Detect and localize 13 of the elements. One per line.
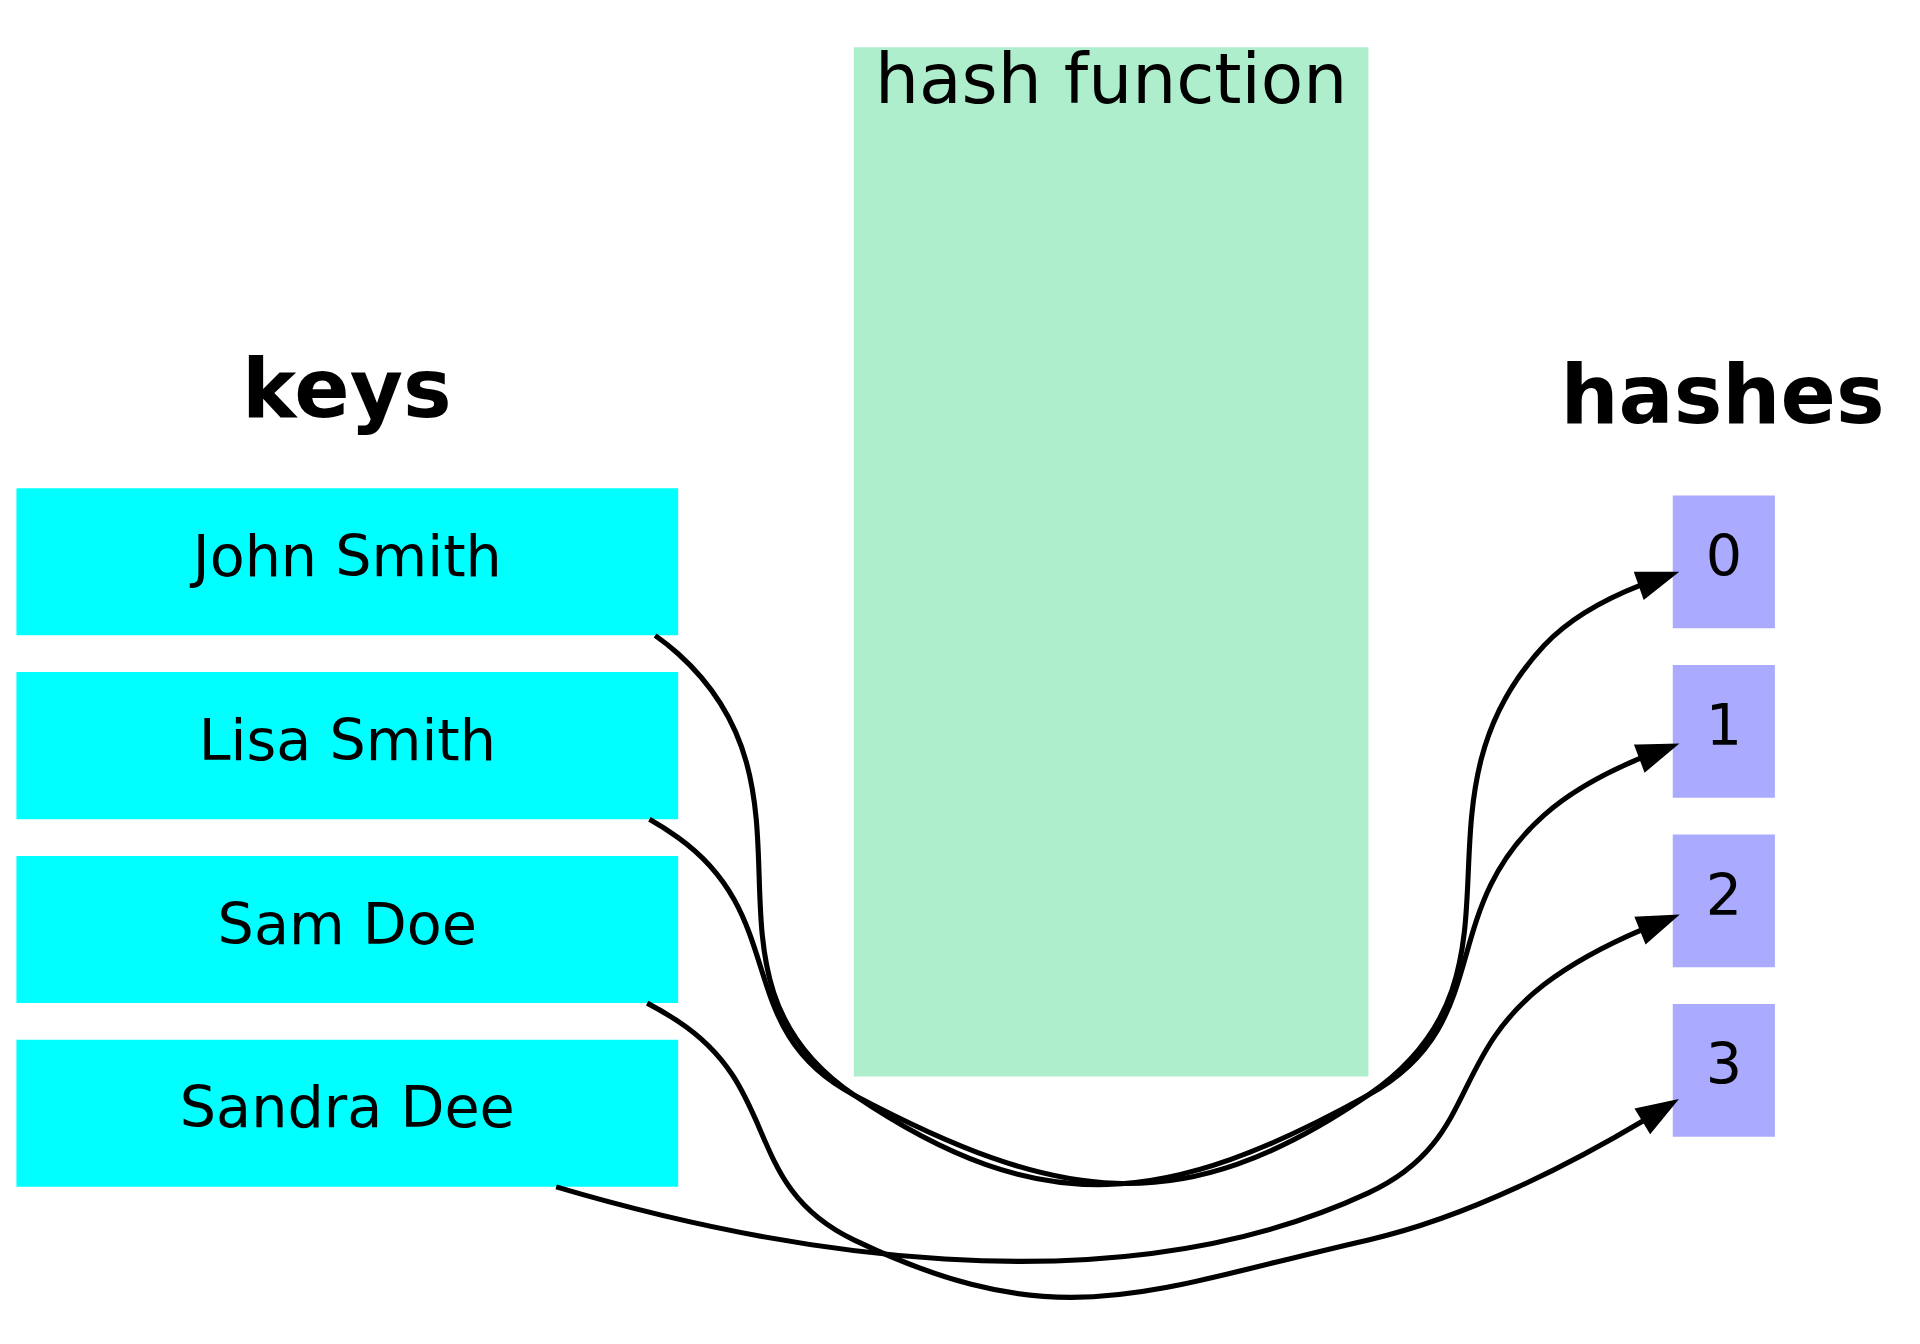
node-box: 3	[1672, 1003, 1775, 1137]
label: keys	[242, 340, 452, 436]
node-box: 0	[1672, 494, 1775, 628]
node-box: 1	[1672, 664, 1775, 798]
node-box: Sandra Dee	[16, 1039, 679, 1187]
arrow	[555, 914, 1680, 1264]
node-box: hash function	[853, 46, 1369, 1076]
node-box: Sam Doe	[16, 855, 679, 1003]
label: hashes	[1560, 346, 1885, 442]
node-box: John Smith	[16, 487, 679, 635]
node-box: 2	[1672, 834, 1775, 967]
arrow	[646, 1000, 1679, 1300]
node-box: Lisa Smith	[16, 671, 679, 819]
